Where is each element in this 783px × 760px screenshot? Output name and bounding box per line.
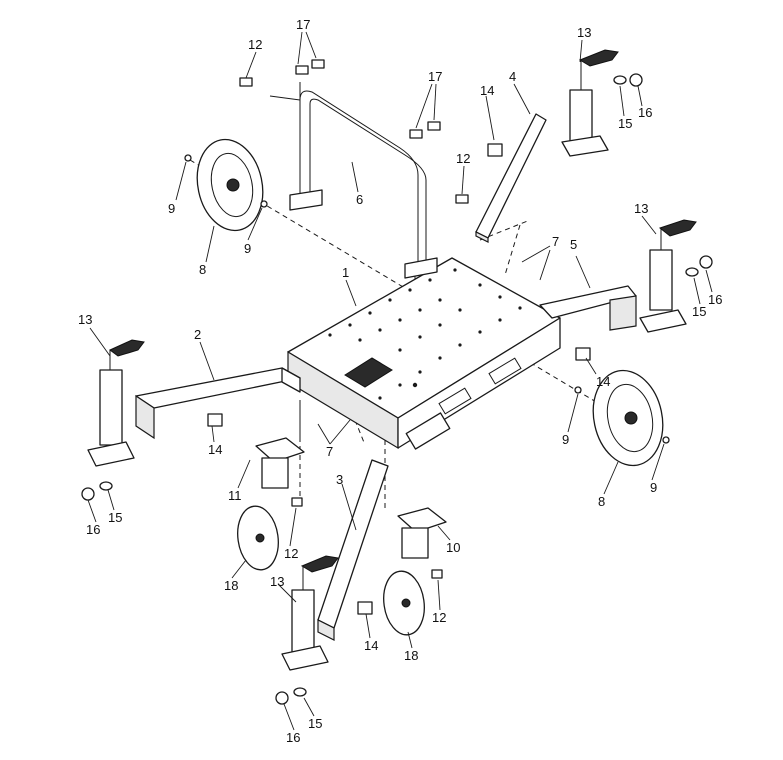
leader-lines [87, 31, 713, 731]
wheel-large-left [196, 138, 264, 232]
jack-stand-rear-right [561, 49, 619, 157]
callout-16: 16 [708, 292, 722, 307]
callout-12: 12 [248, 37, 262, 52]
callout-16: 16 [638, 105, 652, 120]
base-plate [287, 257, 561, 450]
callout-1: 1 [342, 265, 349, 280]
small-wheel-right [383, 570, 425, 636]
callout-13: 13 [577, 25, 591, 40]
callout-12: 12 [284, 546, 298, 561]
callout-11: 11 [228, 488, 242, 503]
push-handle [269, 82, 438, 279]
callout-5: 5 [570, 237, 577, 252]
callout-9: 9 [244, 241, 251, 256]
callout-9: 9 [562, 432, 569, 447]
jack-stand-front [281, 555, 339, 671]
caster-left [255, 400, 305, 489]
callout-14: 14 [596, 374, 610, 389]
callout-16: 16 [86, 522, 100, 537]
callout-12: 12 [432, 610, 446, 625]
leg-arm-rear-right [539, 285, 637, 331]
callout-13: 13 [634, 201, 648, 216]
callout-6: 6 [356, 192, 363, 207]
callout-14: 14 [208, 442, 222, 457]
callout-17: 17 [296, 17, 310, 32]
callout-16: 16 [286, 730, 300, 745]
callout-13: 13 [270, 574, 284, 589]
callout-15: 15 [308, 716, 322, 731]
callout-13: 13 [78, 312, 92, 327]
callout-12: 12 [456, 151, 470, 166]
callout-7: 7 [326, 444, 333, 459]
caster-right [397, 507, 447, 559]
washers-and-nuts [81, 73, 713, 705]
callout-15: 15 [108, 510, 122, 525]
callout-8: 8 [199, 262, 206, 277]
callout-labels: 17 12 13 17 14 4 15 16 12 6 9 9 8 13 7 5… [78, 17, 722, 745]
callout-3: 3 [336, 472, 343, 487]
leg-arm-rear-left [475, 113, 547, 243]
callout-14: 14 [480, 83, 494, 98]
callout-18: 18 [404, 648, 418, 663]
small-wheel-left [237, 505, 279, 571]
callout-10: 10 [446, 540, 460, 555]
callout-15: 15 [618, 116, 632, 131]
jack-stand-left [87, 339, 145, 467]
callout-7: 7 [552, 234, 559, 249]
callout-14: 14 [364, 638, 378, 653]
callout-8: 8 [598, 494, 605, 509]
callout-2: 2 [194, 327, 201, 342]
leg-arm-front-right [317, 459, 389, 641]
callout-4: 4 [509, 69, 516, 84]
callout-15: 15 [692, 304, 706, 319]
jack-stand-mid-right [639, 219, 697, 333]
wheel-large-right [592, 369, 664, 467]
callout-9: 9 [650, 480, 657, 495]
leg-arm-front-left [135, 367, 301, 440]
callout-18: 18 [224, 578, 238, 593]
fastener-bolts [207, 59, 591, 615]
callout-9: 9 [168, 201, 175, 216]
callout-17: 17 [428, 69, 442, 84]
